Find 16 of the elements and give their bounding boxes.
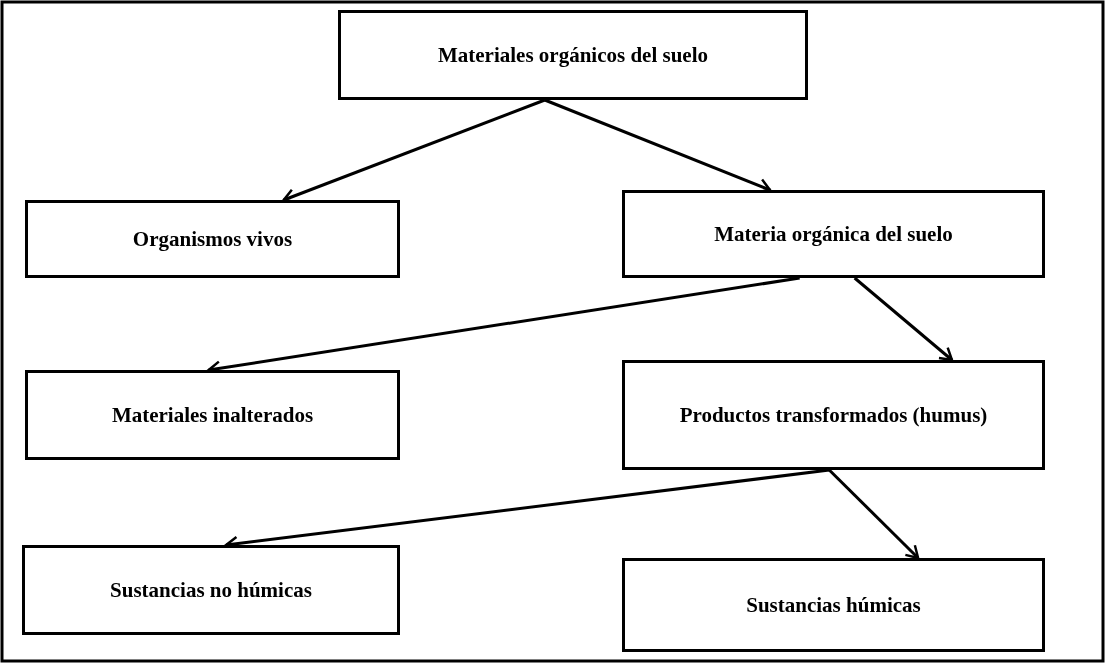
concept-box	[622, 360, 1045, 470]
concept-box	[622, 190, 1045, 278]
box-label: Materiales orgánicos del suelo	[437, 41, 708, 69]
box-label: Sustancias no húmicas	[110, 576, 312, 604]
box-label: Sustancias húmicas	[746, 591, 921, 619]
arrow	[828, 468, 920, 560]
arrow	[853, 276, 954, 362]
box-label: Organismos vivos	[132, 225, 293, 253]
box-label: Materiales inalterados	[111, 401, 314, 429]
concept-box	[22, 545, 400, 635]
box-label: Materia orgánica del suelo	[714, 220, 953, 248]
concept-box	[338, 10, 808, 100]
concept-box	[25, 370, 400, 460]
box-label: Productos transformados (humus)	[679, 401, 988, 429]
concept-box	[622, 558, 1045, 652]
concept-box	[25, 200, 400, 278]
